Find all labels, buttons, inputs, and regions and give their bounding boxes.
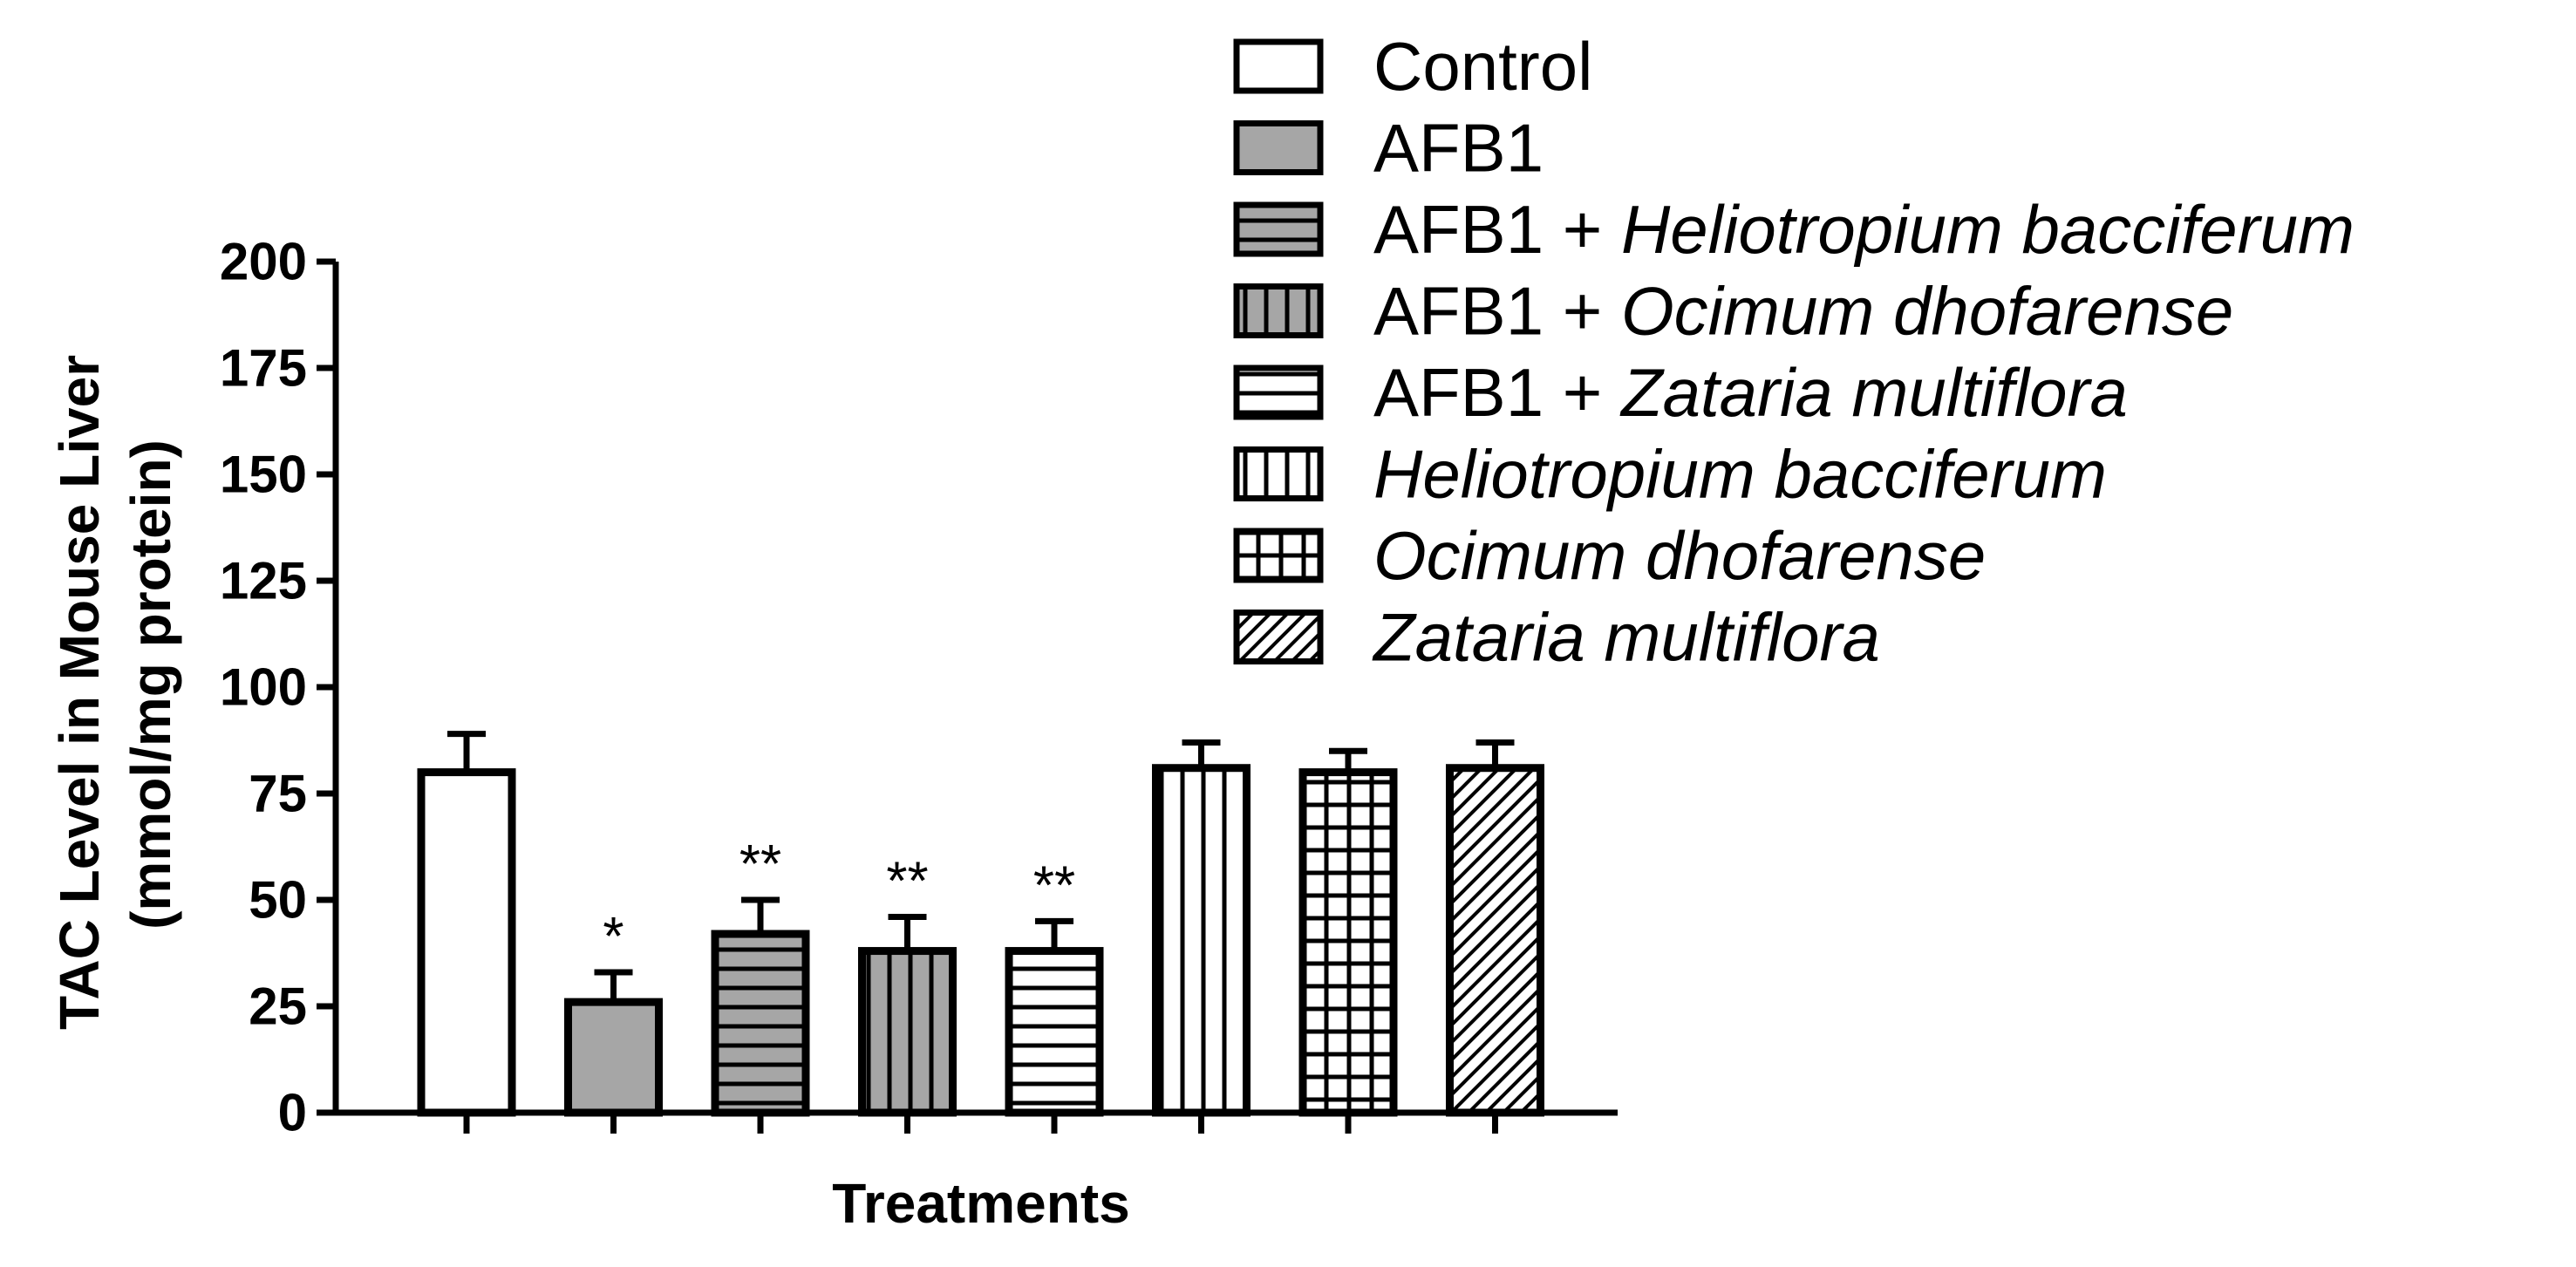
legend-label-italic: Heliotropium bacciferum bbox=[1373, 436, 2107, 513]
y-axis-title-line-1: TAC Level in Mouse Liver bbox=[48, 355, 111, 1030]
y-tick-label: 75 bbox=[249, 765, 307, 823]
bar-group bbox=[1152, 739, 1251, 1134]
y-axis-title-line-2: (mmol/mg protein) bbox=[119, 439, 182, 930]
legend-label-plain: AFB1 bbox=[1373, 110, 1544, 187]
bar bbox=[417, 768, 516, 1117]
legend-label: AFB1 + Heliotropium bacciferum bbox=[1373, 191, 2355, 268]
legend-label-plain: Control bbox=[1373, 28, 1592, 105]
legend-label-italic: Ocimum dhofarense bbox=[1621, 273, 2233, 350]
significance-marker: ** bbox=[739, 834, 781, 895]
legend-item: Control bbox=[1233, 28, 1592, 105]
legend-label: Ocimum dhofarense bbox=[1373, 517, 1986, 594]
x-axis-title: Treatments bbox=[832, 1172, 1129, 1235]
bar bbox=[711, 930, 810, 1117]
y-tick-label: 100 bbox=[220, 658, 307, 717]
legend-label-italic: Ocimum dhofarense bbox=[1373, 517, 1986, 594]
axes: 0 25 50 75 100 125 150 175 200 bbox=[220, 233, 1618, 1142]
bar-group bbox=[1298, 747, 1398, 1134]
legend-item: AFB1 + Ocimum dhofarense bbox=[1233, 273, 2233, 350]
y-tick-label: 0 bbox=[278, 1084, 307, 1142]
bar-group bbox=[1446, 739, 1544, 1134]
legend-label-italic: Zataria multiflora bbox=[1372, 599, 1880, 676]
legend-swatch bbox=[1233, 120, 1324, 175]
bar bbox=[564, 998, 663, 1117]
legend-item: Heliotropium bacciferum bbox=[1233, 436, 2107, 513]
legend-label: AFB1 + Zataria multiflora bbox=[1373, 354, 2128, 431]
legend-swatch bbox=[1233, 528, 1324, 583]
y-tick-label: 50 bbox=[249, 871, 307, 930]
legend-label-plain: AFB1 + bbox=[1373, 273, 1621, 350]
legend-label-italic: Zataria multiflora bbox=[1619, 354, 2128, 431]
bar-group: ** bbox=[1005, 855, 1104, 1134]
significance-marker: ** bbox=[886, 852, 928, 912]
y-tick-label: 200 bbox=[220, 233, 307, 291]
legend-label: Heliotropium bacciferum bbox=[1373, 436, 2107, 513]
significance-marker: * bbox=[603, 907, 624, 967]
legend-label-plain: AFB1 + bbox=[1373, 354, 1621, 431]
legend-item: AFB1 + Heliotropium bacciferum bbox=[1233, 191, 2355, 268]
legend-item: Zataria multiflora bbox=[1233, 599, 1880, 676]
legend-label-italic: Heliotropium bacciferum bbox=[1621, 191, 2355, 268]
legend-swatch bbox=[1233, 201, 1324, 257]
legend-swatch bbox=[1233, 283, 1324, 338]
legend-item: AFB1 + Zataria multiflora bbox=[1233, 354, 2128, 431]
legend-swatch bbox=[1233, 446, 1324, 501]
bar bbox=[858, 947, 957, 1117]
legend-label: AFB1 + Ocimum dhofarense bbox=[1373, 273, 2233, 350]
legend-swatch bbox=[1233, 38, 1324, 94]
legend-swatch bbox=[1233, 364, 1324, 420]
bars: ******* bbox=[417, 731, 1544, 1134]
legend-item: AFB1 bbox=[1233, 110, 1544, 187]
bar-group: ** bbox=[858, 852, 957, 1134]
bar bbox=[1152, 764, 1251, 1117]
bar-group: ** bbox=[711, 834, 810, 1134]
legend-label: Zataria multiflora bbox=[1372, 599, 1880, 676]
legend-label: Control bbox=[1373, 28, 1592, 105]
y-tick-label: 150 bbox=[220, 446, 307, 504]
bar bbox=[1005, 947, 1104, 1117]
y-tick-label: 175 bbox=[220, 339, 307, 398]
legend-label: AFB1 bbox=[1373, 110, 1544, 187]
y-axis-title: TAC Level in Mouse Liver (mmol/mg protei… bbox=[48, 339, 182, 1030]
bar-group bbox=[417, 731, 516, 1134]
significance-marker: ** bbox=[1033, 855, 1075, 916]
legend-label-plain: AFB1 + bbox=[1373, 191, 1621, 268]
bar bbox=[1446, 764, 1544, 1117]
bar-group: * bbox=[564, 907, 663, 1134]
y-tick-label: 125 bbox=[220, 552, 307, 610]
bar bbox=[1298, 768, 1398, 1117]
legend-swatch bbox=[1233, 610, 1324, 664]
y-tick-label: 25 bbox=[249, 977, 307, 1036]
legend-item: Ocimum dhofarense bbox=[1233, 517, 1986, 594]
